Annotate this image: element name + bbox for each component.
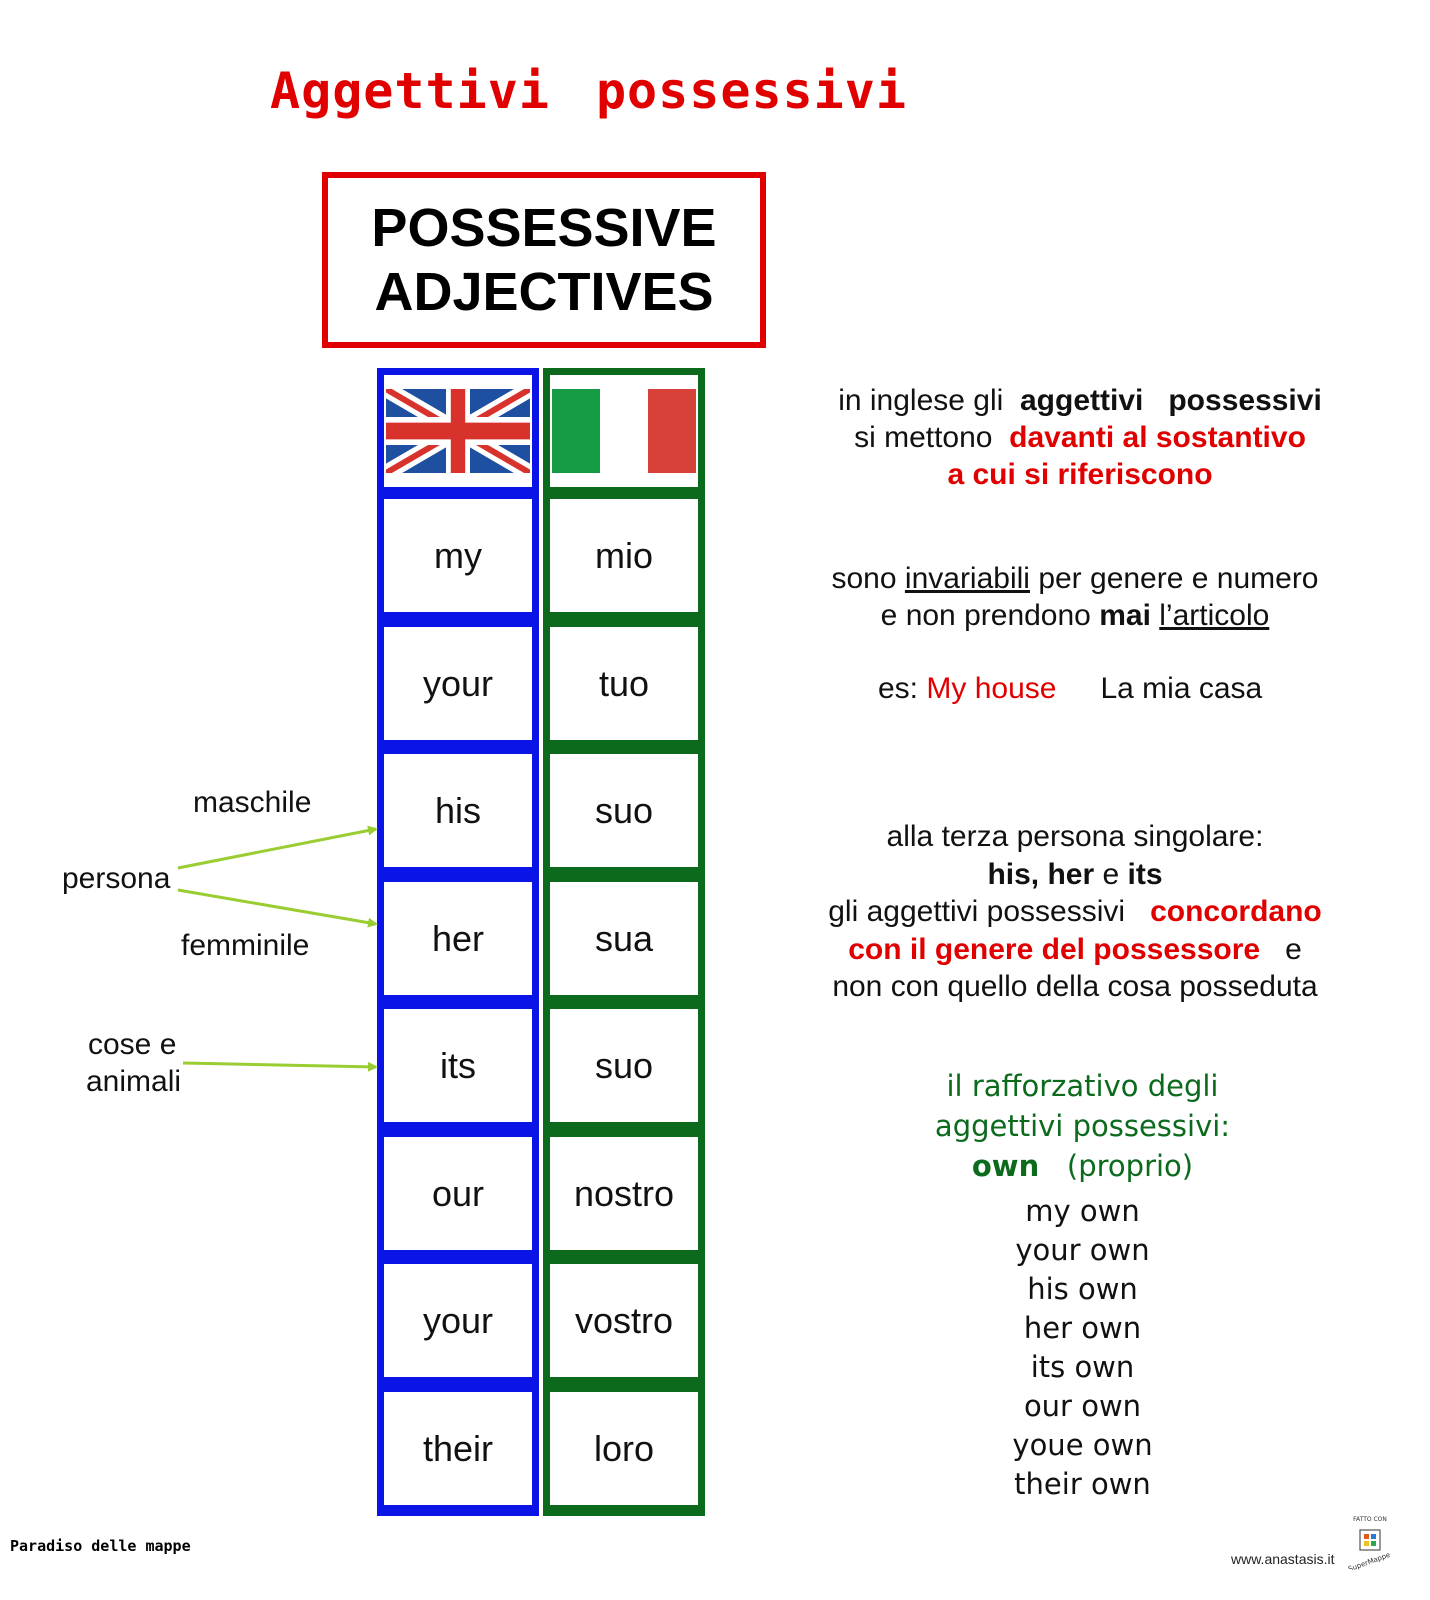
example-english: My house (926, 672, 1057, 705)
header-line-2: ADJECTIVES (374, 262, 714, 322)
english-cell: your (384, 627, 532, 740)
label-persona: persona (62, 862, 171, 895)
header-line-1: POSSESSIVE (371, 198, 717, 258)
own-word: own (971, 1149, 1040, 1183)
logo-top-text: FATTO CON (1353, 1516, 1387, 1523)
own-list-item: his own (1027, 1272, 1138, 1306)
own-list-item: our own (1023, 1389, 1142, 1423)
note-third-red-1: concordano (1150, 895, 1322, 928)
note-position: in inglese gli aggettivi possessivi si m… (800, 382, 1360, 493)
note-third-red-2: con il genere del possessore (848, 932, 1261, 966)
own-heading-line-2: aggettivi possessivi: (934, 1109, 1231, 1143)
header-box: POSSESSIVE ADJECTIVES (322, 172, 766, 348)
note-position-red-1: davanti al sostantivo (1009, 421, 1306, 454)
italian-cell: vostro (550, 1264, 698, 1377)
own-list-item: their own (1014, 1467, 1151, 1501)
own-list-item: youe own (1012, 1428, 1153, 1462)
english-cell: its (384, 1009, 532, 1122)
note-third-text: gli aggettivi possessivi (828, 895, 1126, 928)
italian-cell: nostro (550, 1137, 698, 1250)
footer-left: Paradiso delle mappe (10, 1537, 191, 1555)
note-third-line-4: con il genere del possessore e (790, 931, 1360, 969)
english-cell: your (384, 1264, 532, 1377)
label-femminile: femminile (181, 929, 310, 962)
note-invariable-line-1: sono invariabili per genere e numero (790, 560, 1360, 597)
note-position-bold-2: possessivi (1168, 384, 1322, 417)
arrow-cose-animali (182, 1061, 378, 1072)
note-position-text: in inglese gli (838, 384, 1004, 417)
title-word-1: Aggettivi (270, 62, 550, 120)
note-invariable-bold: mai (1099, 599, 1151, 632)
uk-flag-cell (384, 375, 532, 487)
note-third-line-1: alla terza persona singolare: (886, 820, 1264, 853)
note-invariable-underlined-2: l’articolo (1159, 599, 1270, 632)
italian-column: mio tuo suo sua suo nostro vostro loro (543, 368, 705, 1516)
page-title: Aggettivi possessivi (270, 62, 907, 120)
uk-flag-icon (386, 389, 530, 473)
own-heading: il rafforzativo degli aggettivi possessi… (855, 1066, 1310, 1186)
example: es: My house La mia casa (878, 672, 1262, 706)
own-list-item: her own (1023, 1311, 1142, 1345)
supermappe-logo-svg: FATTO CON SuperMappe (1347, 1516, 1391, 1573)
note-third-person: alla terza persona singolare: his, her e… (790, 818, 1360, 1006)
logo-bottom-text: SuperMappe (1347, 1551, 1391, 1570)
note-third-line-2: his, her e its (790, 856, 1360, 894)
english-cell: his (384, 754, 532, 867)
italian-cell: sua (550, 882, 698, 995)
english-cell: their (384, 1392, 532, 1505)
note-position-red-2: a cui si riferiscono (947, 458, 1213, 491)
italian-cell: tuo (550, 627, 698, 740)
note-position-line-1: in inglese gli aggettivi possessivi (800, 382, 1360, 419)
title-word-2: possessivi (595, 62, 907, 120)
own-list: my own your own his own her own its own our o… (960, 1192, 1205, 1504)
note-invariable-underlined-1: invariabili (904, 562, 1030, 595)
note-position-text-2: si mettono (854, 421, 993, 454)
note-invariable-text-3: e non prendono (880, 599, 1091, 632)
note-invariable-text-1: sono (831, 562, 897, 595)
label-animali: animali (86, 1065, 182, 1098)
note-third-line-3: gli aggettivi possessivi concordano (790, 893, 1360, 931)
english-cell: her (384, 882, 532, 995)
own-list-item: my own (1025, 1194, 1140, 1228)
own-list-item: its own (1030, 1350, 1135, 1384)
italian-cell: mio (550, 499, 698, 612)
note-position-bold-1: aggettivi (1019, 384, 1144, 417)
italy-flag-icon (552, 389, 696, 473)
note-invariable-text-2: per genere e numero (1038, 562, 1319, 595)
english-cell: our (384, 1137, 532, 1250)
arrow-femminile (177, 888, 378, 928)
own-translation: (proprio) (1066, 1149, 1194, 1183)
own-list-item: your own (1015, 1233, 1150, 1267)
note-third-line-5: non con quello della cosa posseduta (832, 970, 1318, 1003)
italian-cell: suo (550, 1009, 698, 1122)
own-heading-line-3: own (proprio) (855, 1146, 1310, 1186)
example-italian: La mia casa (1100, 672, 1263, 705)
note-invariable-line-2: e non prendono mai l’articolo (790, 597, 1360, 634)
note-third-bold-2: its (1127, 857, 1163, 891)
note-invariable: sono invariabili per genere e numero e n… (790, 560, 1360, 634)
label-maschile: maschile (193, 786, 312, 819)
italian-cell: loro (550, 1392, 698, 1505)
note-third-middle: e (1102, 857, 1120, 891)
italian-cell: suo (550, 754, 698, 867)
note-third-conj: e (1285, 932, 1302, 966)
example-prefix: es: (878, 672, 919, 705)
english-column: my your his her its our your their (377, 368, 539, 1516)
supermappe-logo-icon: FATTO CON SuperMappe (1340, 1508, 1400, 1573)
footer-site: www.anastasis.it (1231, 1551, 1335, 1567)
note-third-bold-1: his, her (987, 857, 1095, 891)
label-cose: cose e (88, 1028, 177, 1061)
arrow-maschile (177, 825, 378, 870)
note-position-line-2: si mettono davanti al sostantivo (800, 419, 1360, 456)
own-heading-line-1: il rafforzativo degli (946, 1069, 1219, 1103)
english-cell: my (384, 499, 532, 612)
italy-flag-cell (550, 375, 698, 487)
